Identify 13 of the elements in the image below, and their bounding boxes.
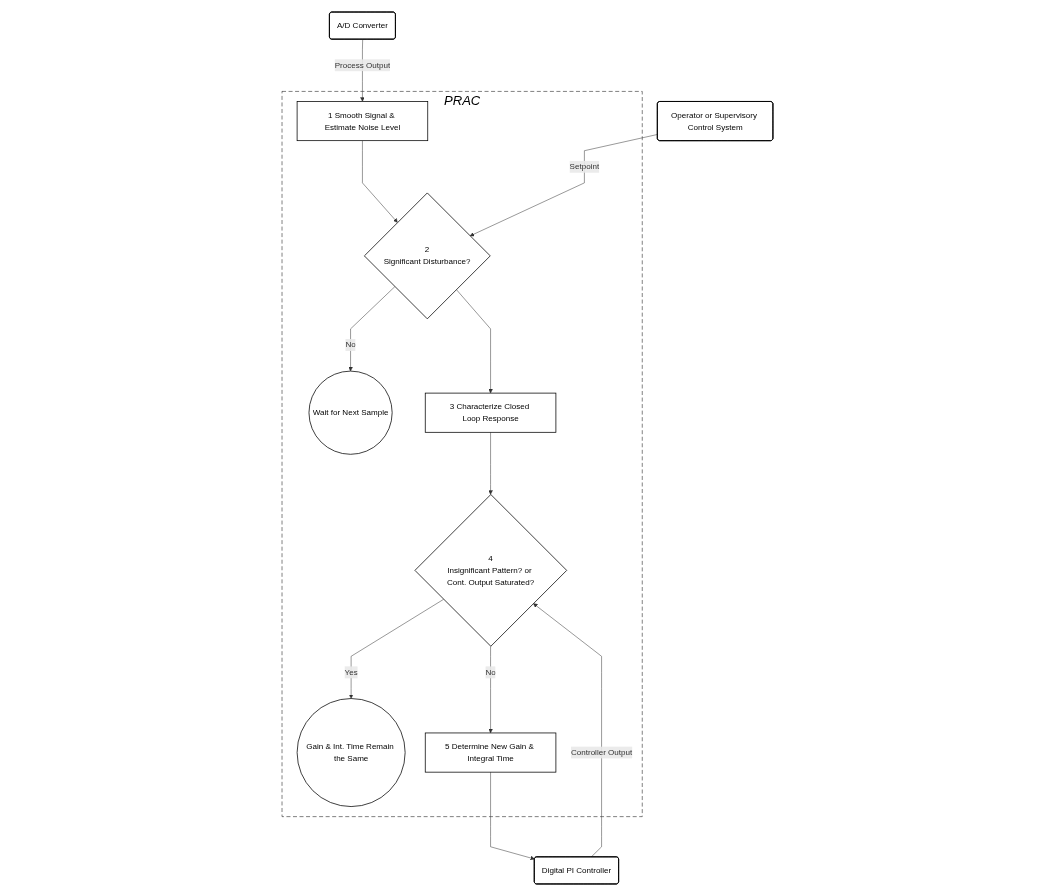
node-box: 3 Characterize Closed Loop Response — [424, 392, 556, 433]
edge-label: Process Output — [334, 60, 390, 70]
node-diamond: 2 Significant Disturbance? — [363, 192, 491, 320]
edge-label: No — [484, 667, 496, 677]
edge-label: Setpoint — [569, 162, 599, 171]
edge-label: Controller Output — [570, 748, 632, 757]
node-diamond: 4 Insignificant Pattern? or Cont. Output Saturated? — [414, 494, 567, 647]
edge-label: Yes — [344, 667, 358, 677]
node-box: 5 Determine New Gain & Integral Time — [424, 732, 556, 773]
node-box: 1 Smooth Signal & Estimate Noise Level — [296, 101, 428, 142]
edge-label: No — [344, 340, 356, 349]
node-circle: Gain & Int. Time Remain the Same — [296, 698, 406, 807]
node-circle: Wait for Next Sample — [308, 370, 393, 455]
